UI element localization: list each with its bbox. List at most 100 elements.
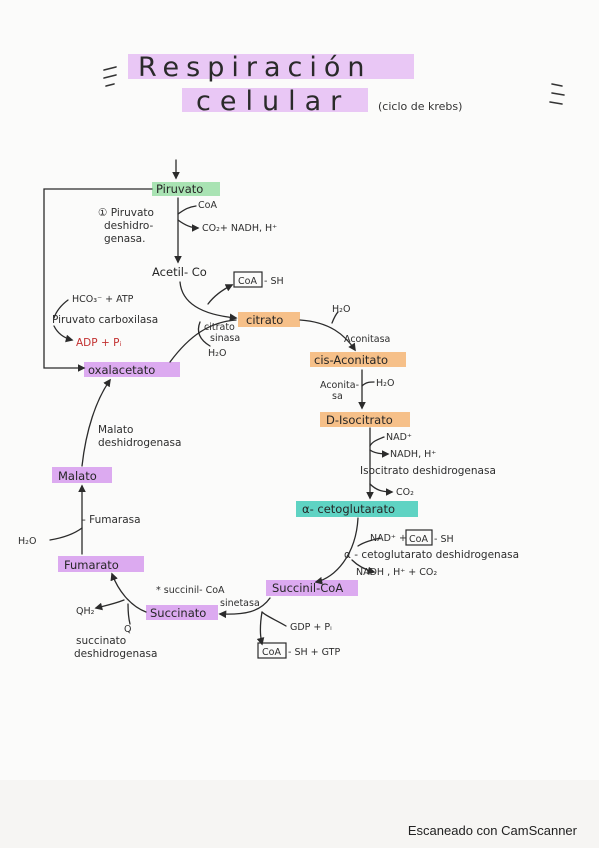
label-pdh-1: ① Piruvato: [98, 207, 154, 219]
label-nadh: NADH, H⁺: [390, 449, 436, 460]
branch-qh2: [94, 599, 125, 611]
loop-line-piruvato-oxalacetato: [43, 188, 153, 372]
label-h2o-fumarasa: H₂O: [18, 536, 36, 547]
label-coa: CoA: [198, 200, 217, 211]
coa-box-2: [405, 529, 433, 546]
branch-h2o-aconitasa: [331, 311, 339, 324]
branch-coa-sh: [207, 284, 234, 305]
node-malato: Malato: [58, 469, 97, 483]
label-co2: CO₂: [396, 487, 414, 498]
isocitrato-highlight: [320, 412, 410, 427]
label-isocitrato-dh: Isocitrato deshidrogenasa: [360, 465, 496, 477]
arrow-oxalacetato-citrato: [169, 319, 237, 363]
branch-nadh: [369, 449, 390, 458]
label-succinil-sintetasa-2: sinetasa: [220, 598, 260, 609]
branch-h2o-citrato: [197, 321, 211, 347]
node-citrato: citrato: [246, 313, 283, 327]
node-piruvato: Piruvato: [156, 182, 203, 196]
label-sdh-1: succinato: [76, 635, 126, 647]
arrow-succinil-succinato: [218, 597, 271, 619]
label-aconitasa: Aconitasa: [344, 334, 390, 345]
branch-hco3: [53, 299, 69, 319]
coa-box-1: [233, 271, 263, 288]
branch-q: [127, 603, 131, 625]
label-piruvato-carboxilasa: Piruvato carboxilasa: [52, 314, 158, 326]
paper-sheet: [0, 0, 599, 780]
branch-nad-coa: [357, 537, 381, 547]
label-coa-sh: - SH: [264, 276, 284, 287]
label-aconitasa-2a: Aconita-: [320, 380, 359, 391]
node-succinato: Succinato: [150, 606, 206, 620]
label-nad: NAD⁺: [386, 432, 412, 443]
label-succinil-sintetasa-1: * succinil- CoA: [156, 585, 225, 596]
title-decoration-left: [103, 66, 117, 87]
arrow-malato-oxalacetato: [81, 378, 111, 467]
title-subtitle: (ciclo de krebs): [378, 100, 462, 113]
fumarato-highlight: [58, 556, 144, 572]
node-cis-aconitato: cis-Aconitato: [314, 353, 388, 367]
label-nad-coa-a: NAD⁺ +: [370, 533, 407, 544]
title1-highlight: [128, 54, 414, 79]
label-nad-coa-box: CoA: [409, 534, 428, 545]
label-fumarasa: - Fumarasa: [82, 514, 141, 526]
succinato-highlight: [146, 605, 218, 620]
oxalacetato-highlight: [84, 362, 180, 377]
branch-coa: [177, 205, 197, 215]
scanner-watermark: Escaneado con CamScanner: [407, 823, 577, 838]
label-coa-gtp-box: CoA: [262, 647, 281, 658]
arrow-cetoglutarato-succinil: [314, 517, 359, 585]
label-adp-pi: ADP + Pᵢ: [76, 337, 121, 349]
node-isocitrato: D-Isocitrato: [326, 413, 393, 427]
branch-gdp: [261, 611, 287, 627]
title-line-1: Respiración: [138, 52, 372, 83]
node-oxalacetato: oxalacetato: [88, 363, 155, 377]
arrow-succinato-fumarato: [110, 572, 147, 613]
title-line-2: celular: [196, 86, 350, 117]
label-q: Q: [124, 624, 131, 635]
label-citrato-sintasa-2: sinasa: [210, 333, 240, 344]
piruvato-highlight: [152, 182, 220, 196]
malato-highlight: [52, 467, 112, 483]
label-h2o-aconitasa: H₂O: [332, 304, 350, 315]
node-fumarato: Fumarato: [64, 558, 119, 572]
label-sdh-2: deshidrogenasa: [74, 648, 157, 660]
node-cetoglutarato: α- cetoglutarato: [302, 502, 395, 516]
label-h2o-iso: H₂O: [376, 378, 394, 389]
label-mdh-2: deshidrogenasa: [98, 437, 181, 449]
label-mdh-1: Malato: [98, 424, 133, 436]
label-coa-box: CoA: [238, 276, 257, 287]
arrow-citrato-cisaconitato: [299, 319, 356, 352]
label-h2o-citrato: H₂O: [208, 348, 226, 359]
arrow-acetil-citrato: [179, 281, 238, 322]
label-pdh-3: genasa.: [104, 233, 145, 245]
branch-adp: [53, 325, 74, 343]
branch-nad: [369, 436, 385, 447]
citrato-highlight: [238, 312, 300, 327]
label-gdp-pi: GDP + Pᵢ: [290, 622, 332, 633]
label-coa-gtp: - SH + GTP: [288, 647, 340, 658]
title-decoration-right: [549, 83, 565, 105]
node-acetil-coa: Acetil- Co: [152, 265, 207, 279]
branch-nadh-co2: [351, 559, 376, 575]
node-succinil-coa: Succinil-CoA: [272, 581, 343, 595]
label-aconitasa-2b: sa: [332, 391, 343, 402]
succinil-highlight: [266, 580, 358, 596]
coa-box-3: [257, 642, 287, 659]
label-nad-coa-b: - SH: [434, 534, 454, 545]
label-pdh-2: deshidro-: [104, 220, 154, 232]
label-nadh-co2: NADH , H⁺ + CO₂: [356, 567, 437, 578]
branch-coa-gtp: [256, 611, 265, 646]
cis-aconitato-highlight: [310, 352, 406, 367]
label-citrato-sintasa-1: citrato: [204, 322, 235, 333]
branch-h2o-iso: [361, 381, 375, 387]
branch-co2: [369, 483, 394, 496]
label-qh2: QH₂: [76, 606, 95, 617]
label-akg-dh: α - cetoglutarato deshidrogenasa: [344, 549, 519, 561]
cetoglutarato-highlight: [296, 501, 418, 517]
label-hco3-atp: HCO₃⁻ + ATP: [72, 294, 134, 305]
label-co2-nadh: CO₂+ NADH, H⁺: [202, 223, 277, 234]
branch-co2-nadh: [177, 219, 200, 232]
title2-highlight: [182, 88, 368, 112]
branch-h2o-fumarasa: [49, 527, 83, 541]
